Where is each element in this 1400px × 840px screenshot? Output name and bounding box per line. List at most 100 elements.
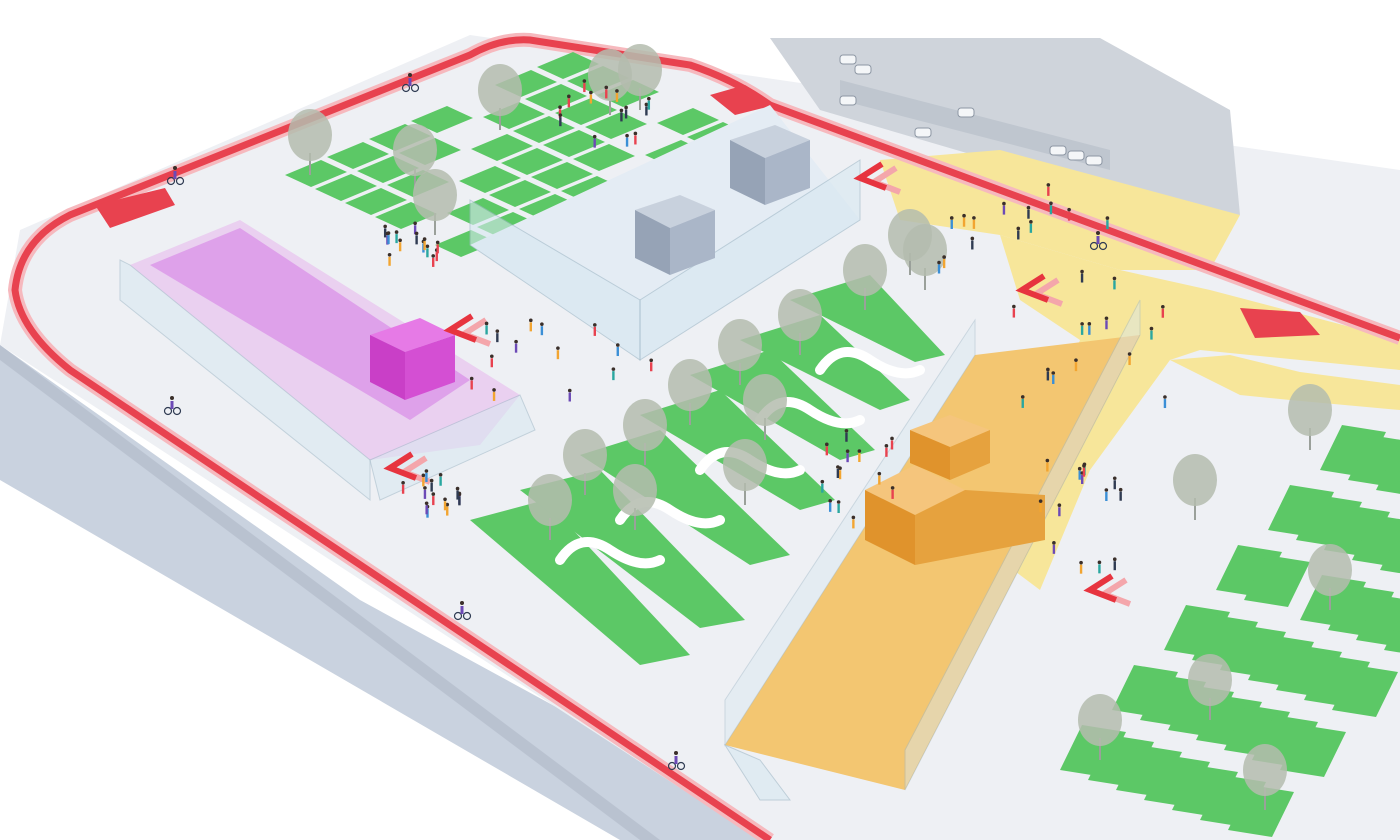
person-icon bbox=[582, 79, 587, 93]
lawn-tile bbox=[1376, 445, 1400, 494]
blue-box-side bbox=[670, 210, 715, 275]
person-icon bbox=[1002, 201, 1006, 215]
person-icon bbox=[962, 213, 966, 227]
tree-icon bbox=[623, 399, 667, 465]
blue-box-side bbox=[765, 140, 810, 205]
person-icon bbox=[422, 237, 427, 251]
warm-pavilion bbox=[723, 299, 1141, 801]
warm-floor bbox=[725, 335, 1140, 790]
person-icon bbox=[429, 478, 434, 492]
person-icon bbox=[604, 85, 609, 99]
person-icon bbox=[423, 486, 427, 499]
cyclist-icon bbox=[453, 601, 472, 621]
pink-box-side bbox=[405, 335, 455, 400]
person-icon bbox=[424, 469, 429, 483]
person-icon bbox=[615, 343, 620, 357]
blue-box-top bbox=[635, 195, 715, 228]
person-icon bbox=[615, 89, 619, 102]
person-icon bbox=[937, 260, 941, 274]
bike-lane-stroke bbox=[11, 36, 1400, 840]
person-icon bbox=[649, 358, 654, 372]
person-icon bbox=[455, 486, 460, 500]
person-icon bbox=[1082, 463, 1086, 477]
person-icon bbox=[431, 254, 436, 267]
lawn-tile bbox=[483, 102, 545, 129]
person-icon bbox=[644, 102, 649, 116]
pavilion-pink-box bbox=[370, 318, 455, 400]
tree-icon bbox=[718, 319, 762, 385]
lawn-tile bbox=[1228, 785, 1294, 837]
warm-box-side bbox=[915, 490, 1045, 565]
person-icon bbox=[1080, 322, 1084, 335]
grid-garden-east bbox=[1060, 425, 1400, 837]
person-icon bbox=[1112, 557, 1117, 571]
person-icon bbox=[556, 346, 560, 360]
cyclist-icon bbox=[401, 73, 420, 93]
tree-icon bbox=[1243, 744, 1287, 810]
car-icon bbox=[1067, 150, 1085, 161]
person-icon bbox=[1118, 487, 1123, 501]
person-icon bbox=[414, 231, 419, 245]
person-icon bbox=[845, 449, 850, 463]
person-icon bbox=[890, 436, 894, 450]
person-icon bbox=[1046, 367, 1050, 381]
blue-box bbox=[730, 125, 810, 205]
lawn-tile bbox=[327, 142, 389, 169]
warm-box bbox=[865, 465, 1045, 565]
lawn-tile bbox=[501, 148, 563, 175]
parking-road bbox=[770, 38, 1240, 215]
tree-icon bbox=[1188, 654, 1232, 720]
cyclist-icon bbox=[166, 166, 185, 186]
terrace-lawn bbox=[520, 470, 745, 628]
blue-box-top bbox=[730, 125, 810, 158]
person-icon bbox=[1127, 352, 1132, 366]
person-icon bbox=[424, 501, 429, 515]
pink-pavilion bbox=[119, 220, 536, 502]
pink-box-top bbox=[370, 318, 455, 352]
person-icon bbox=[1161, 304, 1165, 318]
lawn-tile bbox=[459, 166, 521, 193]
lawn-tile bbox=[489, 180, 551, 207]
person-icon bbox=[383, 224, 387, 238]
person-icon bbox=[828, 499, 832, 512]
lawn-tile bbox=[345, 188, 407, 215]
person-icon bbox=[1087, 322, 1092, 335]
person-icon bbox=[589, 90, 593, 104]
person-icon bbox=[435, 240, 440, 254]
person-icon bbox=[884, 444, 889, 457]
car-icon bbox=[1085, 155, 1103, 166]
blue-box-front bbox=[635, 210, 670, 275]
person-icon bbox=[851, 515, 856, 529]
person-icon bbox=[857, 449, 862, 462]
cyclist-icon bbox=[163, 396, 182, 416]
terrace-lawn bbox=[580, 430, 790, 565]
person-icon bbox=[1049, 201, 1053, 215]
person-icon bbox=[540, 322, 544, 336]
parked-cars bbox=[839, 54, 1103, 166]
warm-glass-front bbox=[723, 743, 791, 801]
tree-icon bbox=[413, 169, 457, 235]
person-icon bbox=[836, 500, 841, 513]
seat-loop bbox=[555, 537, 665, 569]
person-icon bbox=[647, 96, 651, 110]
warm-box bbox=[910, 415, 990, 480]
person-icon bbox=[877, 471, 882, 485]
person-icon bbox=[490, 354, 494, 368]
warm-box-front bbox=[865, 490, 915, 565]
person-icon bbox=[1104, 316, 1109, 330]
lawn-tile bbox=[1332, 665, 1398, 717]
person-icon bbox=[593, 323, 597, 336]
person-icon bbox=[1012, 304, 1016, 318]
pavilion-glass-front bbox=[119, 259, 371, 502]
car-icon bbox=[854, 64, 872, 75]
cyclist-icon bbox=[1089, 231, 1108, 251]
person-icon bbox=[492, 388, 496, 401]
tree-icon bbox=[723, 439, 767, 505]
person-icon bbox=[529, 318, 533, 332]
person-icon bbox=[1020, 395, 1025, 408]
person-icon bbox=[514, 339, 518, 353]
tree-icon bbox=[1288, 384, 1332, 450]
person-icon bbox=[401, 480, 405, 494]
